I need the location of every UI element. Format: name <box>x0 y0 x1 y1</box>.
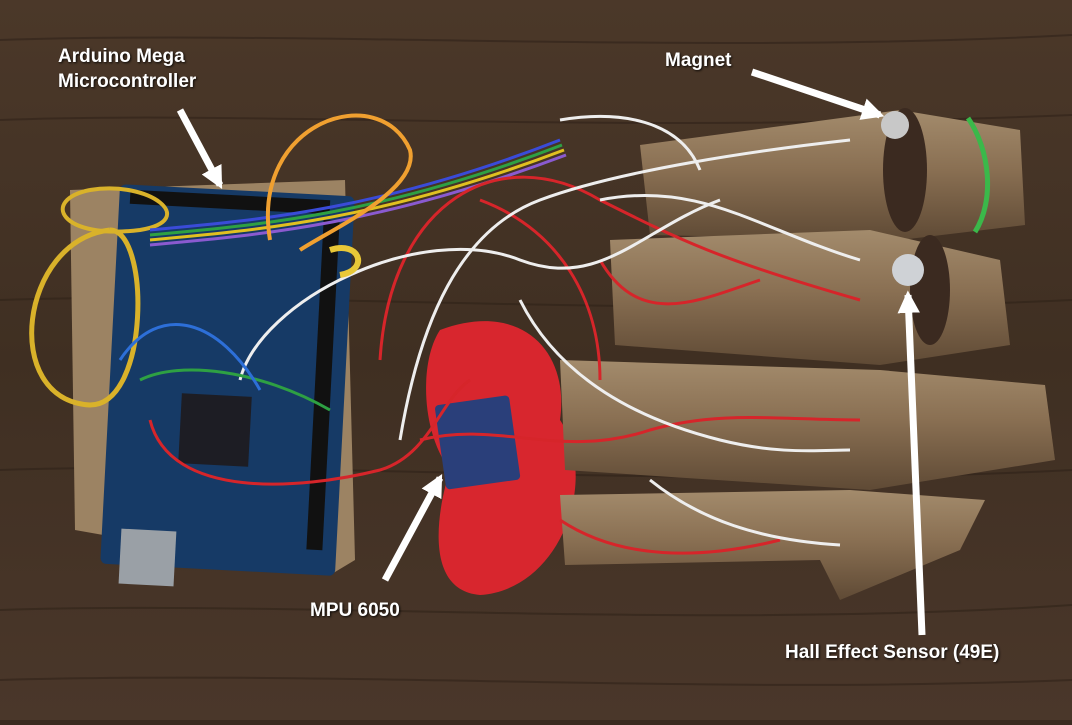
green-rubber-band <box>965 116 991 234</box>
board-chip <box>178 393 252 467</box>
red-wires <box>148 175 861 555</box>
usb-port <box>118 528 177 587</box>
magnet <box>881 111 909 139</box>
green-wire <box>139 368 331 412</box>
tube-end <box>910 235 950 345</box>
arrow-mpu <box>381 474 444 582</box>
label-hall-sensor: Hall Effect Sensor (49E) <box>785 642 1000 663</box>
blue-wire <box>118 322 262 391</box>
orange-wire <box>266 113 413 252</box>
white-wires <box>238 115 861 547</box>
arrow-hall <box>897 290 926 636</box>
label-magnet: Magnet <box>665 50 732 71</box>
arrow-magnet <box>750 68 885 120</box>
hall-sensor <box>892 254 924 286</box>
arrow-arduino <box>176 108 224 189</box>
label-arduino-line2: Microcontroller <box>58 71 197 92</box>
tube-end <box>883 108 927 232</box>
annotation-arrows <box>176 68 926 636</box>
arduino-board <box>100 184 355 576</box>
board-header-right <box>306 219 340 551</box>
label-mpu6050: MPU 6050 <box>310 600 400 621</box>
label-arduino-line1: Arduino Mega <box>58 46 185 67</box>
rubber-band-yellow-2 <box>60 186 169 234</box>
mpu6050-board <box>435 395 521 490</box>
yellow-wire <box>329 245 362 278</box>
rubber-band-yellow <box>29 227 141 408</box>
board-header-top <box>129 189 331 215</box>
label-arduino-mega: Arduino Mega Microcontroller <box>58 44 196 94</box>
